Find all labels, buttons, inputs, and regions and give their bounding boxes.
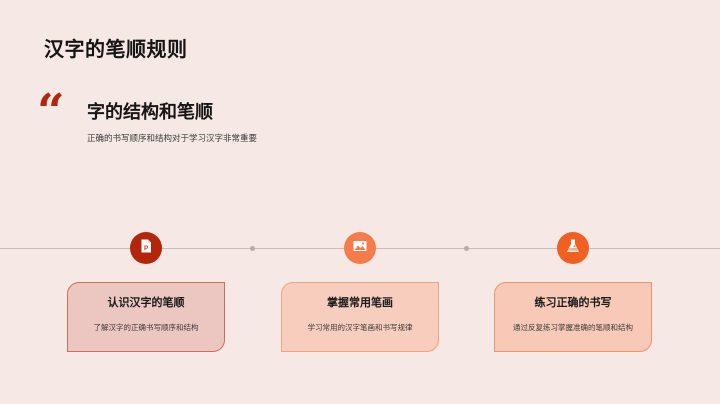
- timeline-dot: [250, 246, 255, 251]
- step-card-title: 练习正确的书写: [534, 296, 612, 309]
- section-description: 正确的书写顺序和结构对于学习汉字非常重要: [87, 134, 258, 144]
- quote-icon: “: [37, 84, 65, 140]
- step-card-1: 认识汉字的笔顺 了解汉字的正确书写顺序和结构: [67, 282, 225, 352]
- flask-icon: [565, 238, 581, 258]
- step-1-icon-circle: P: [130, 232, 162, 264]
- step-2-icon-circle: [344, 232, 376, 264]
- step-card-description: 通过反复练习掌握准确的笔顺和结构: [513, 323, 633, 332]
- step-card-title: 认识汉字的笔顺: [107, 296, 185, 309]
- page-title: 汉字的笔顺规则: [44, 37, 188, 61]
- powerpoint-file-icon: P: [138, 238, 154, 258]
- step-card-description: 学习常用的汉字笔画和书写规律: [307, 323, 413, 332]
- timeline-dot: [464, 246, 469, 251]
- image-icon: [352, 238, 368, 258]
- step-card-description: 了解汉字的正确书写顺序和结构: [93, 323, 199, 332]
- step-card-title: 掌握常用笔画: [327, 296, 393, 309]
- svg-text:P: P: [144, 245, 149, 252]
- step-card-3: 练习正确的书写 通过反复练习掌握准确的笔顺和结构: [494, 282, 652, 352]
- step-3-icon-circle: [557, 232, 589, 264]
- section-heading: 字的结构和笔顺: [87, 102, 213, 123]
- step-card-2: 掌握常用笔画 学习常用的汉字笔画和书写规律: [281, 282, 439, 352]
